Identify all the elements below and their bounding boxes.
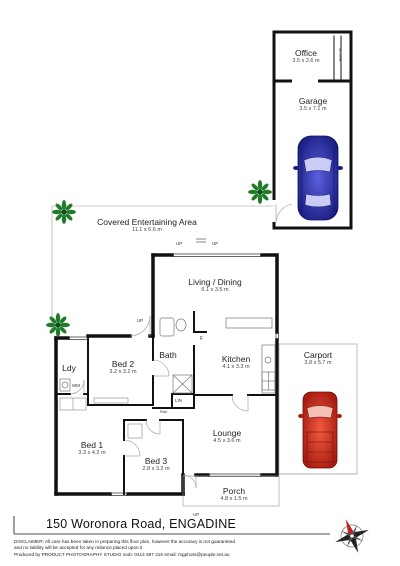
store-label: STORE bbox=[338, 48, 343, 62]
room-name: Lounge bbox=[212, 428, 242, 438]
room-bed-3: Bed 3 2.8 x 3.2 m bbox=[142, 457, 169, 472]
kitchen-benches bbox=[225, 317, 276, 394]
robe-label: Rob bbox=[160, 409, 168, 414]
room-laundry: Ldy bbox=[62, 364, 76, 373]
room-porch: Porch 4.8 x 1.5 m bbox=[220, 487, 247, 502]
property-address: 150 Woronora Road, ENGADINE bbox=[46, 517, 236, 531]
plant-icon bbox=[52, 200, 76, 224]
disclaimer-line: Produced by PRODUCT PHOTOGRAPHY STUDIO m… bbox=[14, 551, 230, 557]
room-carport: Carport 3.8 x 5.7 m bbox=[304, 351, 332, 366]
car-icon bbox=[293, 135, 343, 221]
room-office: Office 3.5 x 2.6 m bbox=[292, 49, 319, 64]
stairs-up-label: UP bbox=[212, 241, 219, 246]
room-bath: Bath bbox=[159, 351, 177, 360]
room-dims: 3.8 x 5.7 m bbox=[304, 359, 332, 366]
plant-icon bbox=[46, 313, 70, 337]
room-name: Kitchen bbox=[221, 354, 251, 364]
room-dims: 3.2 x 3.2 m bbox=[109, 368, 137, 375]
room-name: Bed 3 bbox=[144, 456, 168, 466]
stairs-up-label: UP bbox=[176, 241, 183, 246]
room-garage: Garage 3.5 x 7.1 m bbox=[299, 97, 327, 112]
disclaimer-line: and no liability will be accepted for an… bbox=[14, 545, 143, 551]
disclaimer-line: DISCLAIMER: All care has been taken in p… bbox=[14, 539, 235, 544]
compass-rose-icon bbox=[335, 519, 369, 553]
garage-door-swing bbox=[275, 203, 293, 223]
room-name: Porch bbox=[222, 486, 246, 496]
room-name: Ldy bbox=[62, 363, 76, 373]
room-name: Bed 2 bbox=[111, 359, 135, 369]
room-dims: 3.3 x 4.2 m bbox=[78, 449, 106, 456]
stairs-up-label: UP bbox=[193, 512, 200, 517]
room-name: Bath bbox=[159, 350, 177, 360]
room-dims: 11.1 x 6.6 m bbox=[132, 226, 162, 233]
room-dims: 4.8 x 1.5 m bbox=[220, 495, 248, 502]
sliding-door bbox=[196, 238, 206, 243]
room-living-dining: Living / Dining 6.1 x 3.5 m bbox=[188, 278, 241, 293]
room-dims: 4.1 x 3.3 m bbox=[222, 363, 250, 370]
windows bbox=[54, 253, 279, 496]
fridge-label: F bbox=[200, 336, 204, 342]
porch-outline bbox=[182, 475, 280, 507]
house-walls bbox=[54, 253, 279, 496]
room-lounge: Lounge 4.5 x 3.6 m bbox=[213, 429, 241, 444]
room-bed-2: Bed 2 3.2 x 3.2 m bbox=[109, 360, 136, 375]
interior-walls bbox=[55, 311, 278, 495]
room-kitchen: Kitchen 4.1 x 3.3 m bbox=[222, 355, 250, 370]
room-name: Bed 1 bbox=[80, 440, 104, 450]
room-name: Living / Dining bbox=[188, 277, 242, 287]
bath-fixtures bbox=[159, 317, 193, 394]
room-dims: 6.1 x 3.5 m bbox=[201, 286, 229, 293]
entertaining-outline bbox=[51, 205, 274, 330]
room-dims: 3.5 x 7.1 m bbox=[299, 105, 327, 112]
robes bbox=[59, 397, 143, 439]
disclaimer: DISCLAIMER: All care has been taken in p… bbox=[14, 539, 334, 558]
car-icon bbox=[298, 391, 342, 469]
room-bed-1: Bed 1 3.3 x 4.2 m bbox=[78, 441, 105, 456]
door-swings bbox=[69, 315, 249, 489]
stairs-up-label: UP bbox=[137, 318, 144, 323]
room-covered-entertaining: Covered Entertaining Area 11.1 x 6.6 m bbox=[97, 218, 197, 233]
washing-machine-label: WM bbox=[72, 383, 80, 388]
laundry-fixtures bbox=[59, 378, 71, 392]
room-dims: 3.5 x 2.6 m bbox=[292, 57, 320, 64]
room-name: Garage bbox=[298, 96, 328, 106]
room-name: Office bbox=[294, 48, 318, 58]
linen-label: LIN bbox=[175, 398, 183, 403]
room-dims: 2.8 x 3.2 m bbox=[142, 465, 170, 472]
room-name: Covered Entertaining Area bbox=[97, 217, 197, 227]
room-name: Carport bbox=[303, 350, 333, 360]
plant-icon bbox=[248, 180, 272, 204]
room-dims: 4.5 x 3.6 m bbox=[213, 437, 241, 444]
